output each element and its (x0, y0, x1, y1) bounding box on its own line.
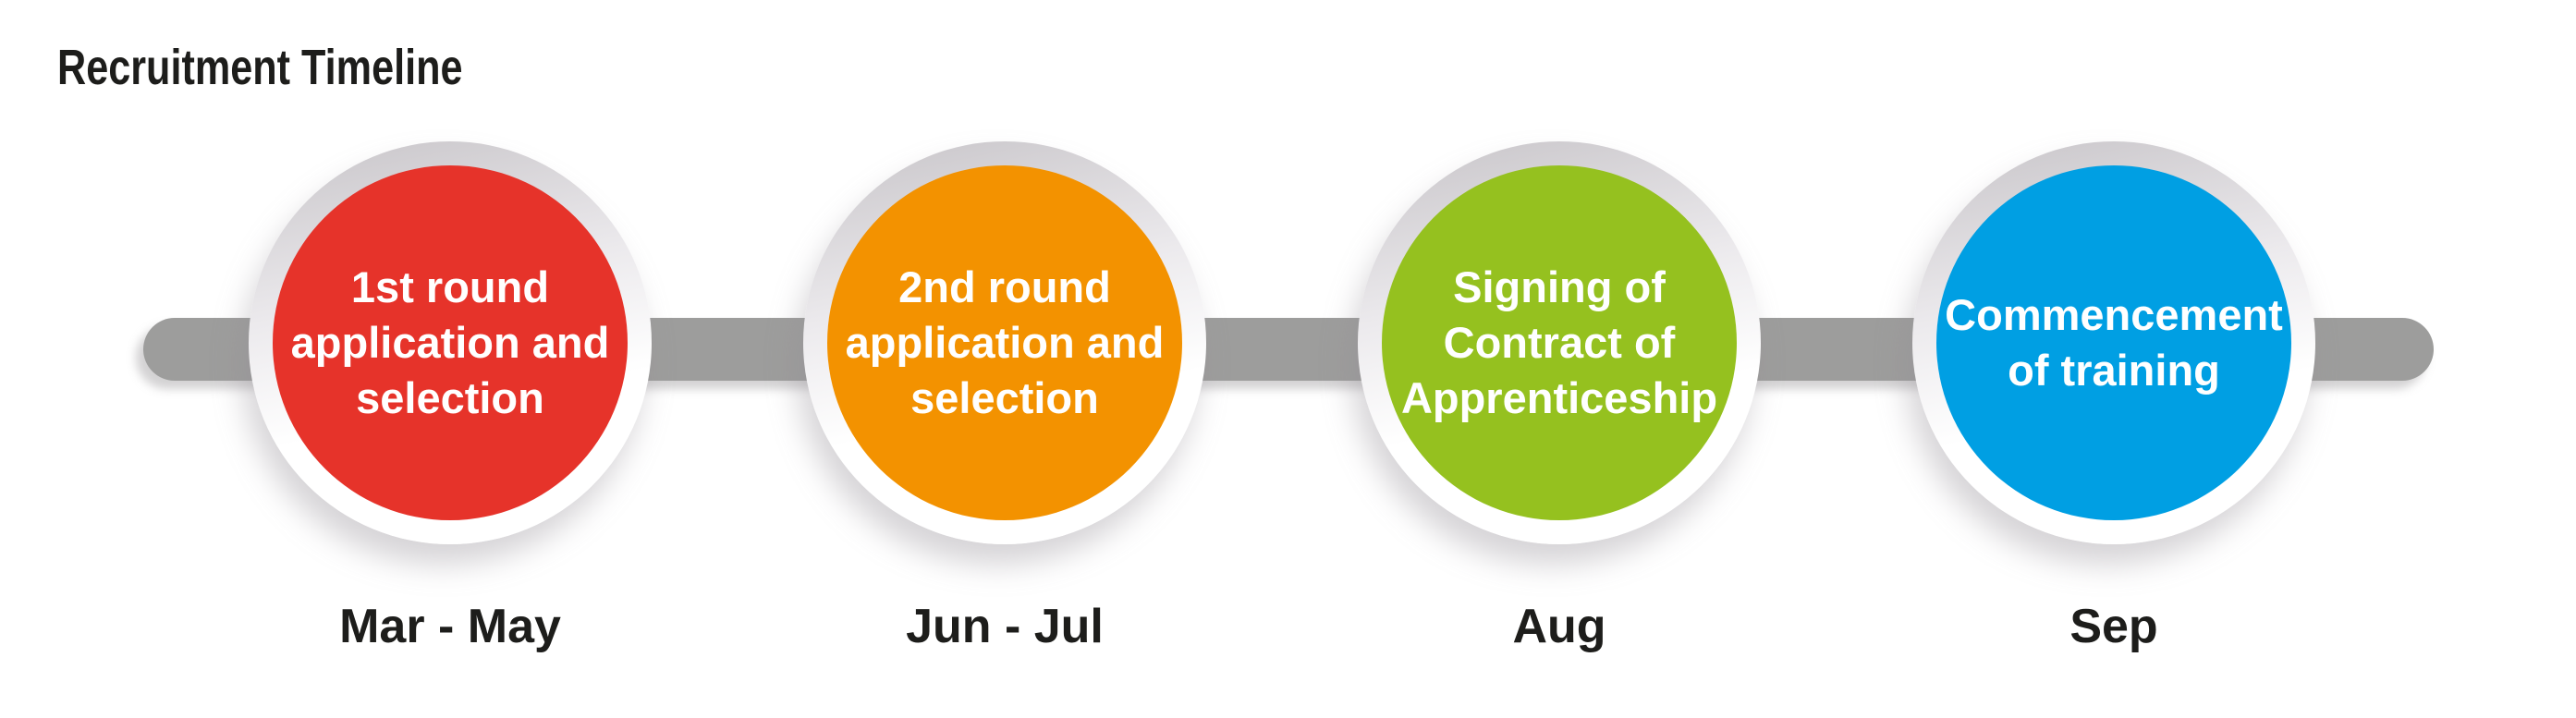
step-circle: 2nd round application and selection (827, 165, 1182, 520)
timeline-step: 1st round application and selection Mar … (249, 141, 652, 718)
step-period-label: Jun - Jul (906, 600, 1104, 653)
step-circle-ring: Signing of Contract of Apprenticeship (1358, 141, 1761, 544)
timeline-step: 2nd round application and selection Jun … (803, 141, 1206, 718)
timeline-step: Signing of Contract of Apprenticeship Au… (1358, 141, 1761, 718)
step-circle: Signing of Contract of Apprenticeship (1382, 165, 1737, 520)
step-label: 2nd round application and selection (845, 262, 1165, 422)
page-title: Recruitment Timeline (57, 40, 463, 95)
step-period-label: Aug (1512, 600, 1606, 653)
step-period-label: Sep (2069, 600, 2158, 653)
step-label: 1st round application and selection (290, 262, 610, 422)
step-circle-ring: 1st round application and selection (249, 141, 652, 544)
step-circle-ring: 2nd round application and selection (803, 141, 1206, 544)
step-label: Signing of Contract of Apprenticeship (1400, 262, 1718, 422)
step-period-label: Mar - May (339, 600, 561, 653)
timeline-step: Commencement of training Sep (1912, 141, 2315, 718)
step-circle-ring: Commencement of training (1912, 141, 2315, 544)
step-label: Commencement of training (1945, 290, 2283, 395)
step-circle: Commencement of training (1936, 165, 2291, 520)
step-circle: 1st round application and selection (273, 165, 628, 520)
